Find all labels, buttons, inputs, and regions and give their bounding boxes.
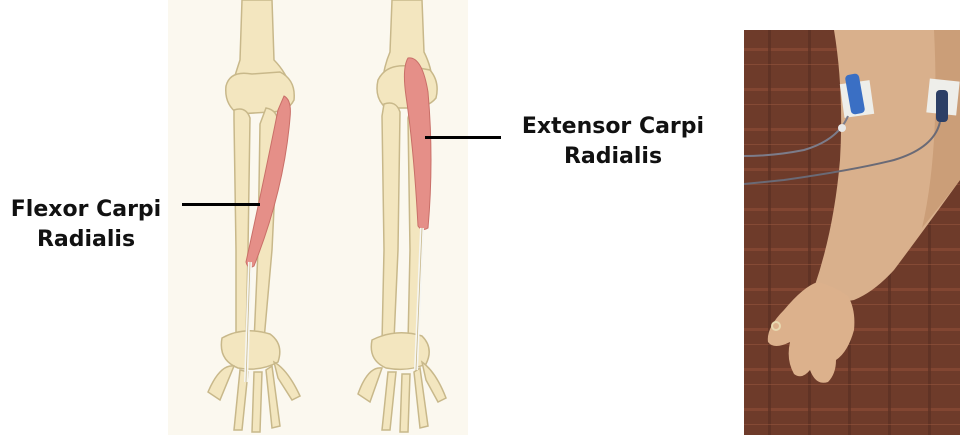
flexor-label-line2: Radialis bbox=[6, 225, 166, 255]
flexor-carpi-radialis-label: Flexor Carpi Radialis bbox=[6, 195, 166, 255]
forearm-anatomy-illustration bbox=[160, 0, 470, 435]
cable-connector bbox=[838, 124, 846, 132]
extensor-label-line1: Extensor Carpi bbox=[518, 112, 708, 142]
flexor-label-line1: Flexor Carpi bbox=[6, 195, 166, 225]
forearm-electrode-photo bbox=[744, 30, 960, 435]
extensor-label-line2: Radialis bbox=[518, 142, 708, 172]
carpal-bones-right bbox=[371, 333, 429, 370]
extensor-leader-line bbox=[425, 136, 501, 139]
extensor-carpi-radialis-label: Extensor Carpi Radialis bbox=[518, 112, 708, 172]
electrode-2 bbox=[936, 90, 948, 122]
flexor-leader-line bbox=[182, 203, 260, 206]
carpal-bones-left bbox=[221, 331, 279, 369]
